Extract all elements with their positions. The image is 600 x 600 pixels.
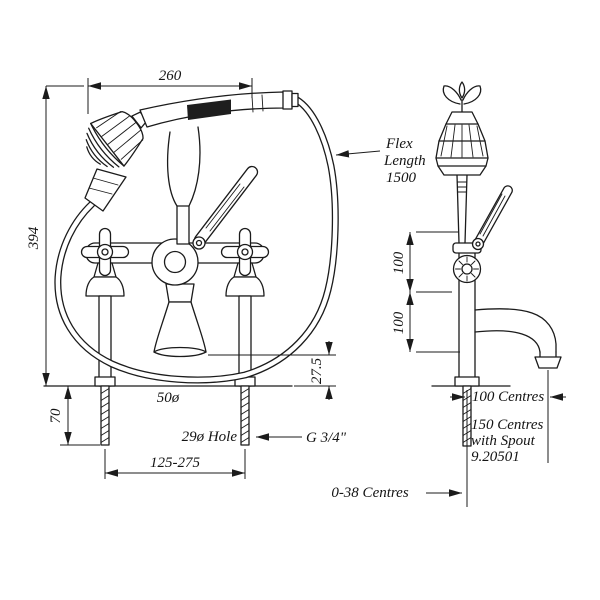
flex-label-1: Flex [385, 136, 413, 152]
side-dimensions: 100 100 100 Centres 150 Centres with Spo… [331, 231, 566, 507]
flex-leader [335, 150, 381, 158]
side-shower-head [435, 81, 489, 176]
spout-centres-label-1: 150 Centres [471, 417, 544, 433]
dim-100-witness [416, 231, 460, 353]
dim-50-label: 50ø [157, 390, 180, 406]
side-handset-handle [456, 174, 468, 244]
front-view: 260 394 70 50ø 27.5 29ø Hole G 3/4" [26, 68, 426, 479]
handset-hose-nipple [291, 92, 299, 108]
dim-125-label: 125-275 [150, 455, 200, 471]
hole-label: 29ø Hole [182, 429, 238, 445]
dim-27-label: 27.5 [309, 357, 325, 384]
right-threaded-tail [240, 385, 250, 446]
handset-cradle [166, 126, 201, 245]
centre-boss [151, 238, 199, 286]
spout-centres-label-2: with Spout [471, 433, 536, 449]
flex-label-3: 1500 [386, 170, 417, 186]
tub-spout [153, 283, 207, 358]
dim-70-label: 70 [48, 408, 64, 424]
flex-label-2: Length [383, 153, 426, 169]
dim-100-upper-label: 100 [391, 251, 407, 274]
centres-label: 100 Centres [472, 389, 545, 405]
side-body-column [452, 242, 482, 387]
handset-grip-band [187, 99, 231, 120]
dim-260-label: 260 [159, 68, 182, 84]
right-cross-handle [220, 227, 270, 277]
left-cross-handle [80, 227, 130, 277]
dim-100-lower-label: 100 [391, 311, 407, 334]
side-spout [474, 308, 562, 369]
thread-label: G 3/4" [306, 430, 347, 446]
front-dimensions: 260 394 70 50ø 27.5 29ø Hole G 3/4" [26, 68, 426, 479]
spout-centres-label-3: 9.20501 [471, 449, 520, 465]
side-handle-rosette [452, 254, 482, 284]
diverter-lever [192, 165, 259, 250]
side-view: 100 100 100 Centres 150 Centres with Spo… [331, 81, 566, 507]
left-escutcheon [85, 276, 125, 297]
left-pillar-leg [94, 295, 116, 387]
offset-label: 0-38 Centres [331, 485, 409, 501]
handset-hose-nut [282, 90, 293, 110]
handset [84, 90, 299, 212]
left-threaded-tail [100, 385, 110, 446]
shower-hose [54, 96, 339, 384]
dim-394-label: 394 [26, 226, 42, 250]
hose-cone-guard [84, 168, 127, 212]
right-escutcheon [225, 276, 265, 297]
side-diverter-lever [471, 185, 513, 251]
handset-handle-rings [251, 94, 264, 113]
